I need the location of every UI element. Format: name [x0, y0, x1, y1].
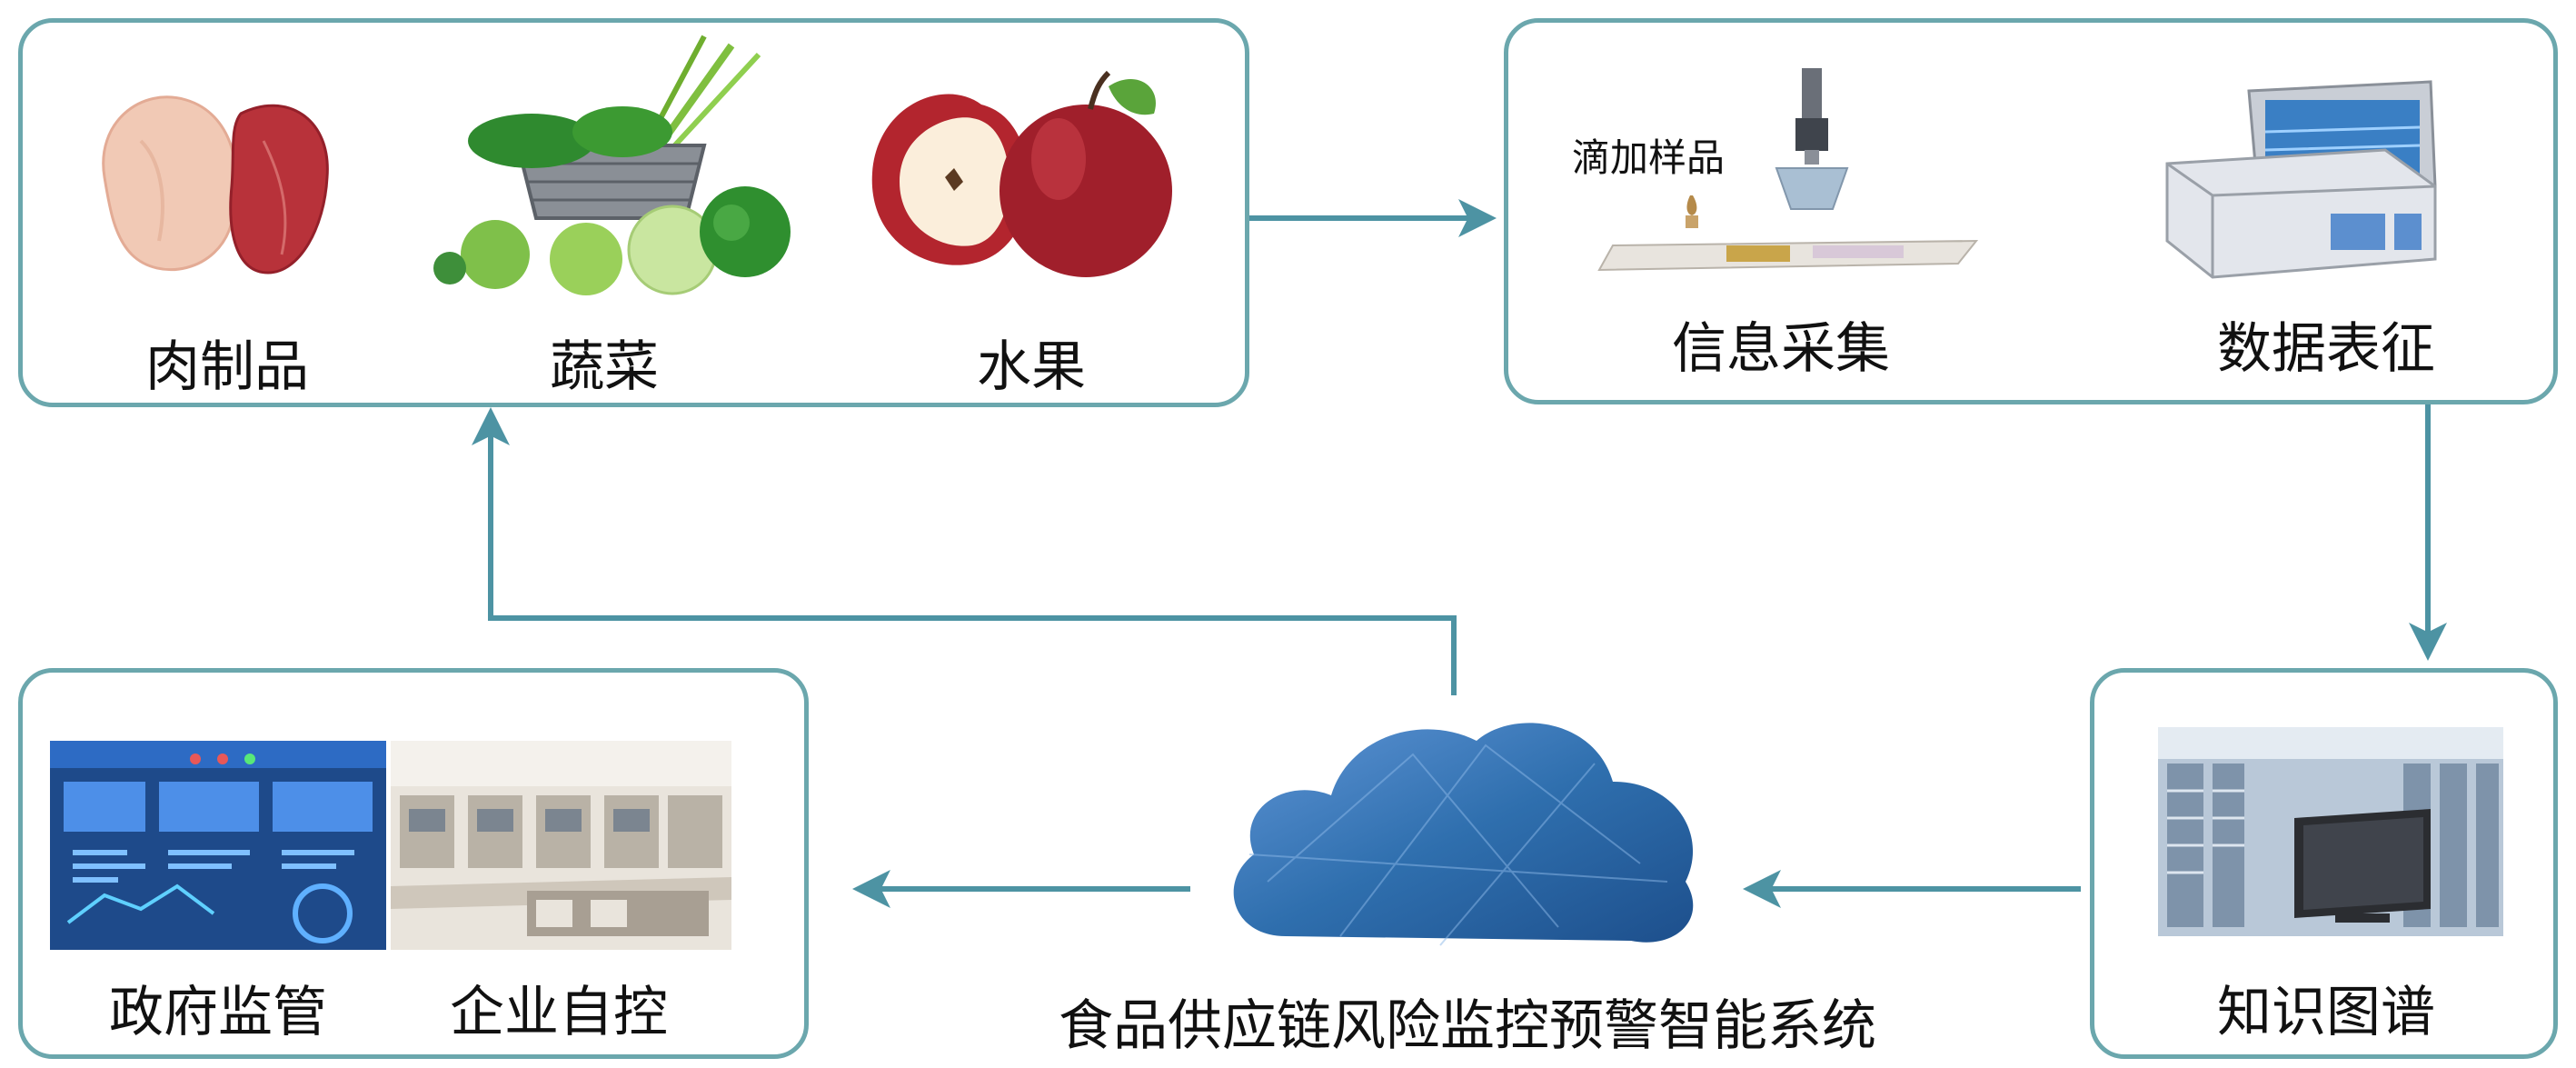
test-strip-image	[1597, 68, 1979, 272]
vegetables-image	[433, 35, 791, 295]
meat-image	[102, 95, 329, 274]
enterprise-lab-image	[391, 741, 731, 950]
government-supervision-label: 政府监管	[109, 981, 327, 1044]
info-collection-label: 信息采集	[1672, 317, 1890, 381]
cloud-icon	[1233, 723, 1694, 946]
fruit-label: 水果	[977, 335, 1086, 399]
meat-label: 肉制品	[145, 335, 309, 399]
apple-image	[871, 70, 1172, 277]
server-room-image	[2158, 727, 2503, 936]
sample-drop-label: 滴加样品	[1572, 135, 1726, 180]
arrow-cloud-to-food	[472, 407, 1457, 695]
enterprise-self-control-label: 企业自控	[450, 981, 668, 1044]
knowledge-graph-label: 知识图谱	[2217, 981, 2435, 1044]
government-monitor-image	[50, 741, 386, 950]
vegetables-label: 蔬菜	[550, 335, 659, 399]
analyzer-image	[2165, 80, 2437, 279]
system-label: 食品供应链风险监控预警智能系统	[1059, 994, 1876, 1058]
data-characterization-label: 数据表征	[2217, 317, 2435, 381]
